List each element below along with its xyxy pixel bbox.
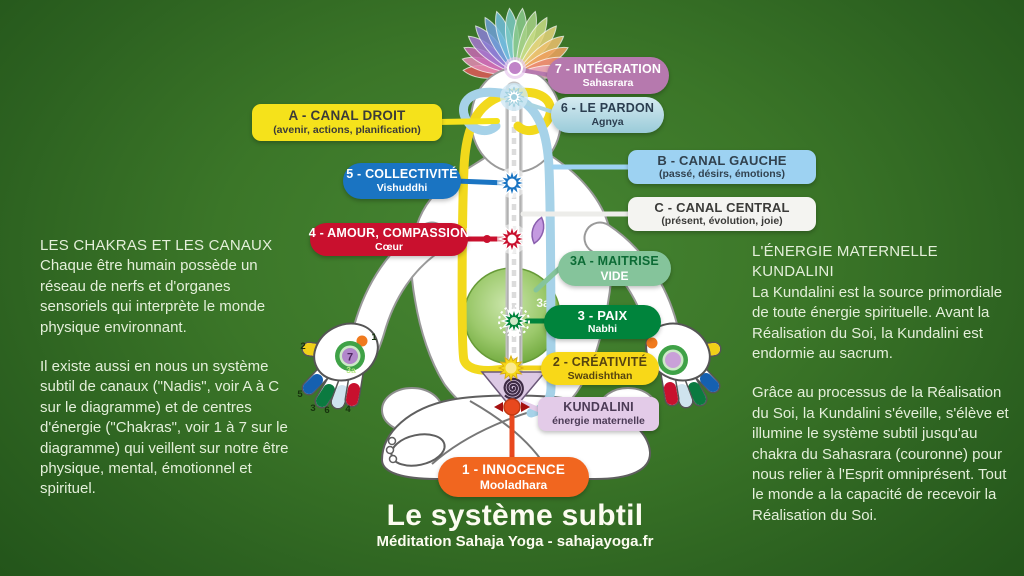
heart-chakra-icon	[496, 223, 528, 255]
page-title: Le système subtil	[386, 499, 644, 532]
label-vide: 3A - MAITRISE VIDE	[558, 251, 671, 286]
right-hand	[645, 322, 722, 409]
label-line2: Cœur	[375, 240, 403, 253]
right-text-panel: L'ÉNERGIE MATERNELLE KUNDALINI La Kundal…	[752, 242, 1016, 545]
label-nabhi: 3 - PAIX Nabhi	[544, 305, 661, 339]
palm-dot-1	[646, 337, 658, 349]
label-line1: C - CANAL CENTRAL	[654, 200, 790, 216]
right-panel-heading: L'ÉNERGIE MATERNELLE KUNDALINI	[752, 243, 938, 281]
swadishthan-chakra-icon	[497, 354, 525, 382]
right-channel-yellow	[457, 87, 555, 375]
label-agnya: 6 - LE PARDON Agnya	[551, 97, 664, 133]
label-line2: (avenir, actions, planification)	[273, 124, 421, 137]
label-line1: 3A - MAITRISE	[570, 254, 659, 269]
label-line2: (passé, désirs, émotions)	[658, 168, 786, 181]
label-line2: (présent, évolution, joie)	[661, 215, 783, 228]
vishuddhi-chakra-icon	[496, 167, 528, 199]
label-canal-droit: A - CANAL DROIT (avenir, actions, planif…	[252, 104, 442, 141]
label-line1: 6 - LE PARDON	[560, 101, 655, 116]
label-swadishthan: 2 - CRÉATIVITÉ Swadishthan	[541, 352, 659, 385]
svg-text:5: 5	[297, 389, 303, 400]
left-palm-center-label: 7	[347, 352, 353, 364]
right-panel-paragraph-1: La Kundalini est la source primordiale d…	[752, 283, 1003, 362]
label-line1: B - CANAL GAUCHE	[657, 153, 787, 169]
svg-text:6: 6	[324, 405, 329, 416]
label-line2: Mooladhara	[479, 477, 548, 492]
label-line2: Agnya	[591, 116, 624, 129]
label-line2: énergie maternelle	[552, 415, 645, 428]
label-canal-central: C - CANAL CENTRAL (présent, évolution, j…	[628, 197, 816, 231]
label-line1: 1 - INNOCENCE	[461, 461, 566, 477]
kundalini-spiral-icon	[503, 377, 524, 400]
svg-text:3: 3	[310, 403, 315, 414]
svg-text:4: 4	[345, 404, 351, 415]
label-line1: 3 - PAIX	[577, 308, 628, 324]
page-subtitle: Méditation Sahaja Yoga - sahajayoga.fr	[376, 533, 654, 550]
left-hand: 7 3a 1 2 5 3 6 4	[297, 322, 379, 416]
left-panel-paragraph-2: Il existe aussi en nous un système subti…	[40, 357, 289, 498]
left-text-panel: LES CHAKRAS ET LES CANAUX Chaque être hu…	[40, 236, 292, 519]
label-line1: 5 - COLLECTIVITÉ	[346, 167, 458, 182]
label-sahasrara: 7 - INTÉGRATION Sahasrara	[547, 57, 669, 94]
finger-number-labels: 1 2 5 3 6 4	[297, 332, 377, 416]
label-line1: A - CANAL DROIT	[288, 108, 406, 124]
left-panel-paragraph-1: Chaque être humain possède un réseau de …	[40, 257, 266, 336]
label-line2: Sahasrara	[582, 76, 634, 89]
chakras	[494, 57, 545, 416]
left-palm-ring-label: 3a	[346, 365, 356, 375]
label-line2: Vishuddhi	[376, 182, 428, 195]
left-channel-blue	[459, 87, 556, 418]
label-line1: KUNDALINI	[563, 400, 634, 415]
label-mooladhara: 1 - INNOCENCE Mooladhara	[438, 457, 589, 497]
label-line1: 7 - INTÉGRATION	[554, 61, 662, 76]
label-line2: Swadishthan	[567, 369, 633, 382]
label-canal-gauche: B - CANAL GAUCHE (passé, désirs, émotion…	[628, 150, 816, 184]
mooladhara-chakra-icon	[494, 398, 530, 416]
label-coeur: 4 - AMOUR, COMPASSION Cœur	[308, 223, 470, 256]
agnya-chakra-icon	[503, 86, 525, 108]
palm-dot-1	[356, 335, 368, 347]
left-panel-heading: LES CHAKRAS ET LES CANAUX	[40, 237, 273, 254]
label-vishuddhi: 5 - COLLECTIVITÉ Vishuddhi	[343, 163, 461, 199]
flame-icon	[531, 216, 545, 245]
right-panel-paragraph-2: Grâce au processus de la Réalisation du …	[752, 384, 1009, 524]
label-line2: VIDE	[600, 268, 629, 283]
svg-text:1: 1	[371, 332, 377, 343]
label-line2: Nabhi	[587, 323, 618, 336]
label-kundalini: KUNDALINI énergie maternelle	[538, 397, 659, 431]
label-line1: 4 - AMOUR, COMPASSION	[308, 225, 470, 240]
sahasrara-chakra-icon	[507, 60, 523, 76]
svg-text:2: 2	[300, 341, 305, 352]
label-line1: 2 - CRÉATIVITÉ	[552, 354, 648, 369]
nabhi-chakra-icon	[499, 306, 529, 336]
